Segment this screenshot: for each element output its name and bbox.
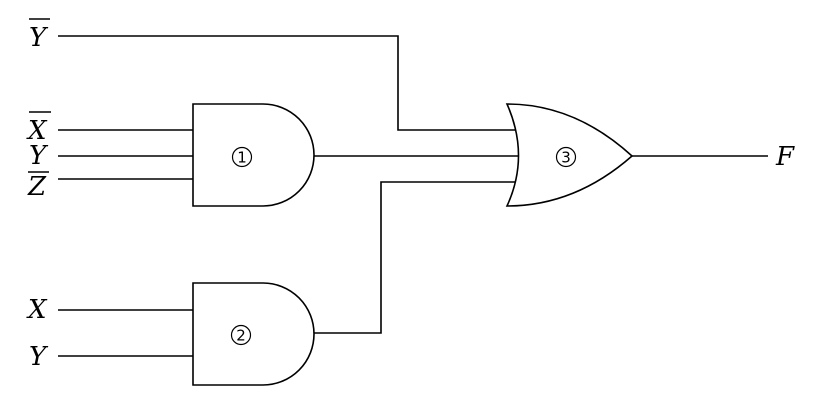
label-output-f: F xyxy=(775,142,795,172)
gate-3-number: 3 xyxy=(555,146,577,168)
svg-text:X: X xyxy=(26,295,48,325)
gate-2-number: 2 xyxy=(230,324,252,346)
svg-text:Y: Y xyxy=(29,23,49,53)
label-y-bar-top: Y xyxy=(29,18,50,53)
label-y-low: Y xyxy=(29,342,49,372)
label-x-bar: X xyxy=(26,111,51,146)
label-x-low: X xyxy=(26,295,48,325)
svg-text:2: 2 xyxy=(236,327,246,345)
label-z-bar: Z xyxy=(27,171,49,202)
svg-text:X: X xyxy=(26,116,48,146)
or-gate-3 xyxy=(505,103,634,207)
svg-text:1: 1 xyxy=(237,149,247,167)
and-gate-2 xyxy=(192,282,315,386)
svg-text:Y: Y xyxy=(29,141,49,171)
wire-and2-to-or xyxy=(314,181,516,334)
svg-text:Y: Y xyxy=(29,342,49,372)
and-gate-1 xyxy=(192,103,315,207)
wire-y-bar-to-or xyxy=(58,35,516,131)
gate-1-number: 1 xyxy=(231,146,253,168)
svg-text:3: 3 xyxy=(561,149,571,167)
svg-text:Z: Z xyxy=(27,172,47,202)
label-y-mid: Y xyxy=(29,141,49,171)
